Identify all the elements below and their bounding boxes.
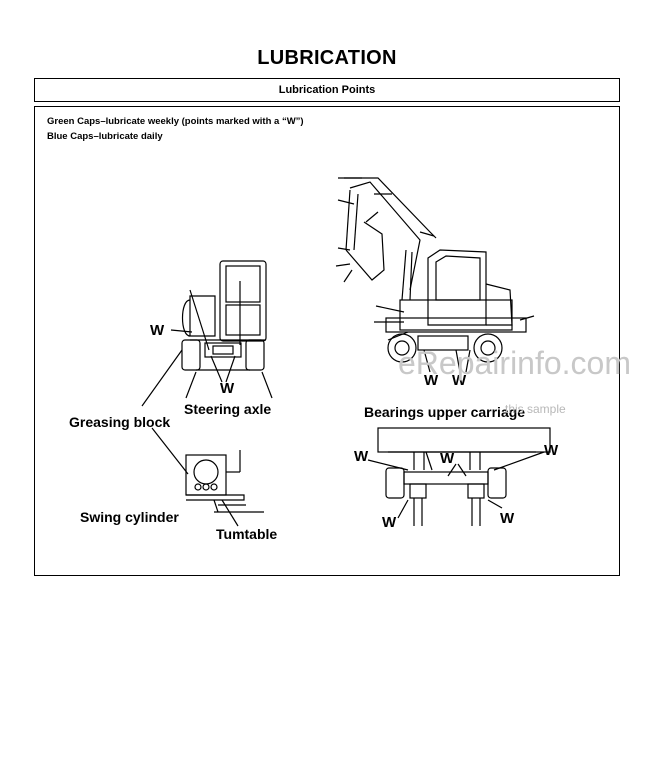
label-steering-axle: Steering axle (184, 401, 272, 417)
note-daily: Blue Caps–lubricate daily (47, 131, 163, 142)
weekly-marker-side-1: W (424, 372, 439, 389)
content-frame (34, 106, 620, 576)
weekly-marker-bearing-4: W (382, 514, 397, 531)
weekly-marker-side-2: W (452, 372, 467, 389)
weekly-marker-bearing-3: W (544, 442, 559, 459)
label-swing-cylinder: Swing cylinder (80, 509, 179, 525)
swing-cylinder-detail (185, 450, 264, 527)
front-view-machine (141, 260, 273, 475)
weekly-marker-bearing-1: W (354, 448, 369, 465)
notes: Green Caps–lubricate weekly (points mark… (47, 114, 304, 144)
side-view-excavator (335, 177, 535, 373)
section-title: Lubrication Points (34, 78, 620, 102)
weekly-marker-bearing-5: W (500, 510, 515, 527)
bearings-detail (367, 427, 551, 526)
label-greasing-block: Greasing block (69, 414, 171, 430)
weekly-marker-left: W (150, 322, 165, 339)
note-weekly: Green Caps–lubricate weekly (points mark… (47, 116, 304, 127)
label-bearings-upper-carriage: Bearings upper carriage (364, 404, 526, 420)
watermark-sub: this sample (505, 402, 566, 416)
watermark: eRepairinfo.com (398, 345, 631, 381)
page-title: LUBRICATION (257, 47, 397, 69)
weekly-marker-bearing-2: W (440, 450, 455, 467)
weekly-marker-axle: W (220, 380, 235, 397)
label-turntable: Tumtable (216, 526, 278, 542)
